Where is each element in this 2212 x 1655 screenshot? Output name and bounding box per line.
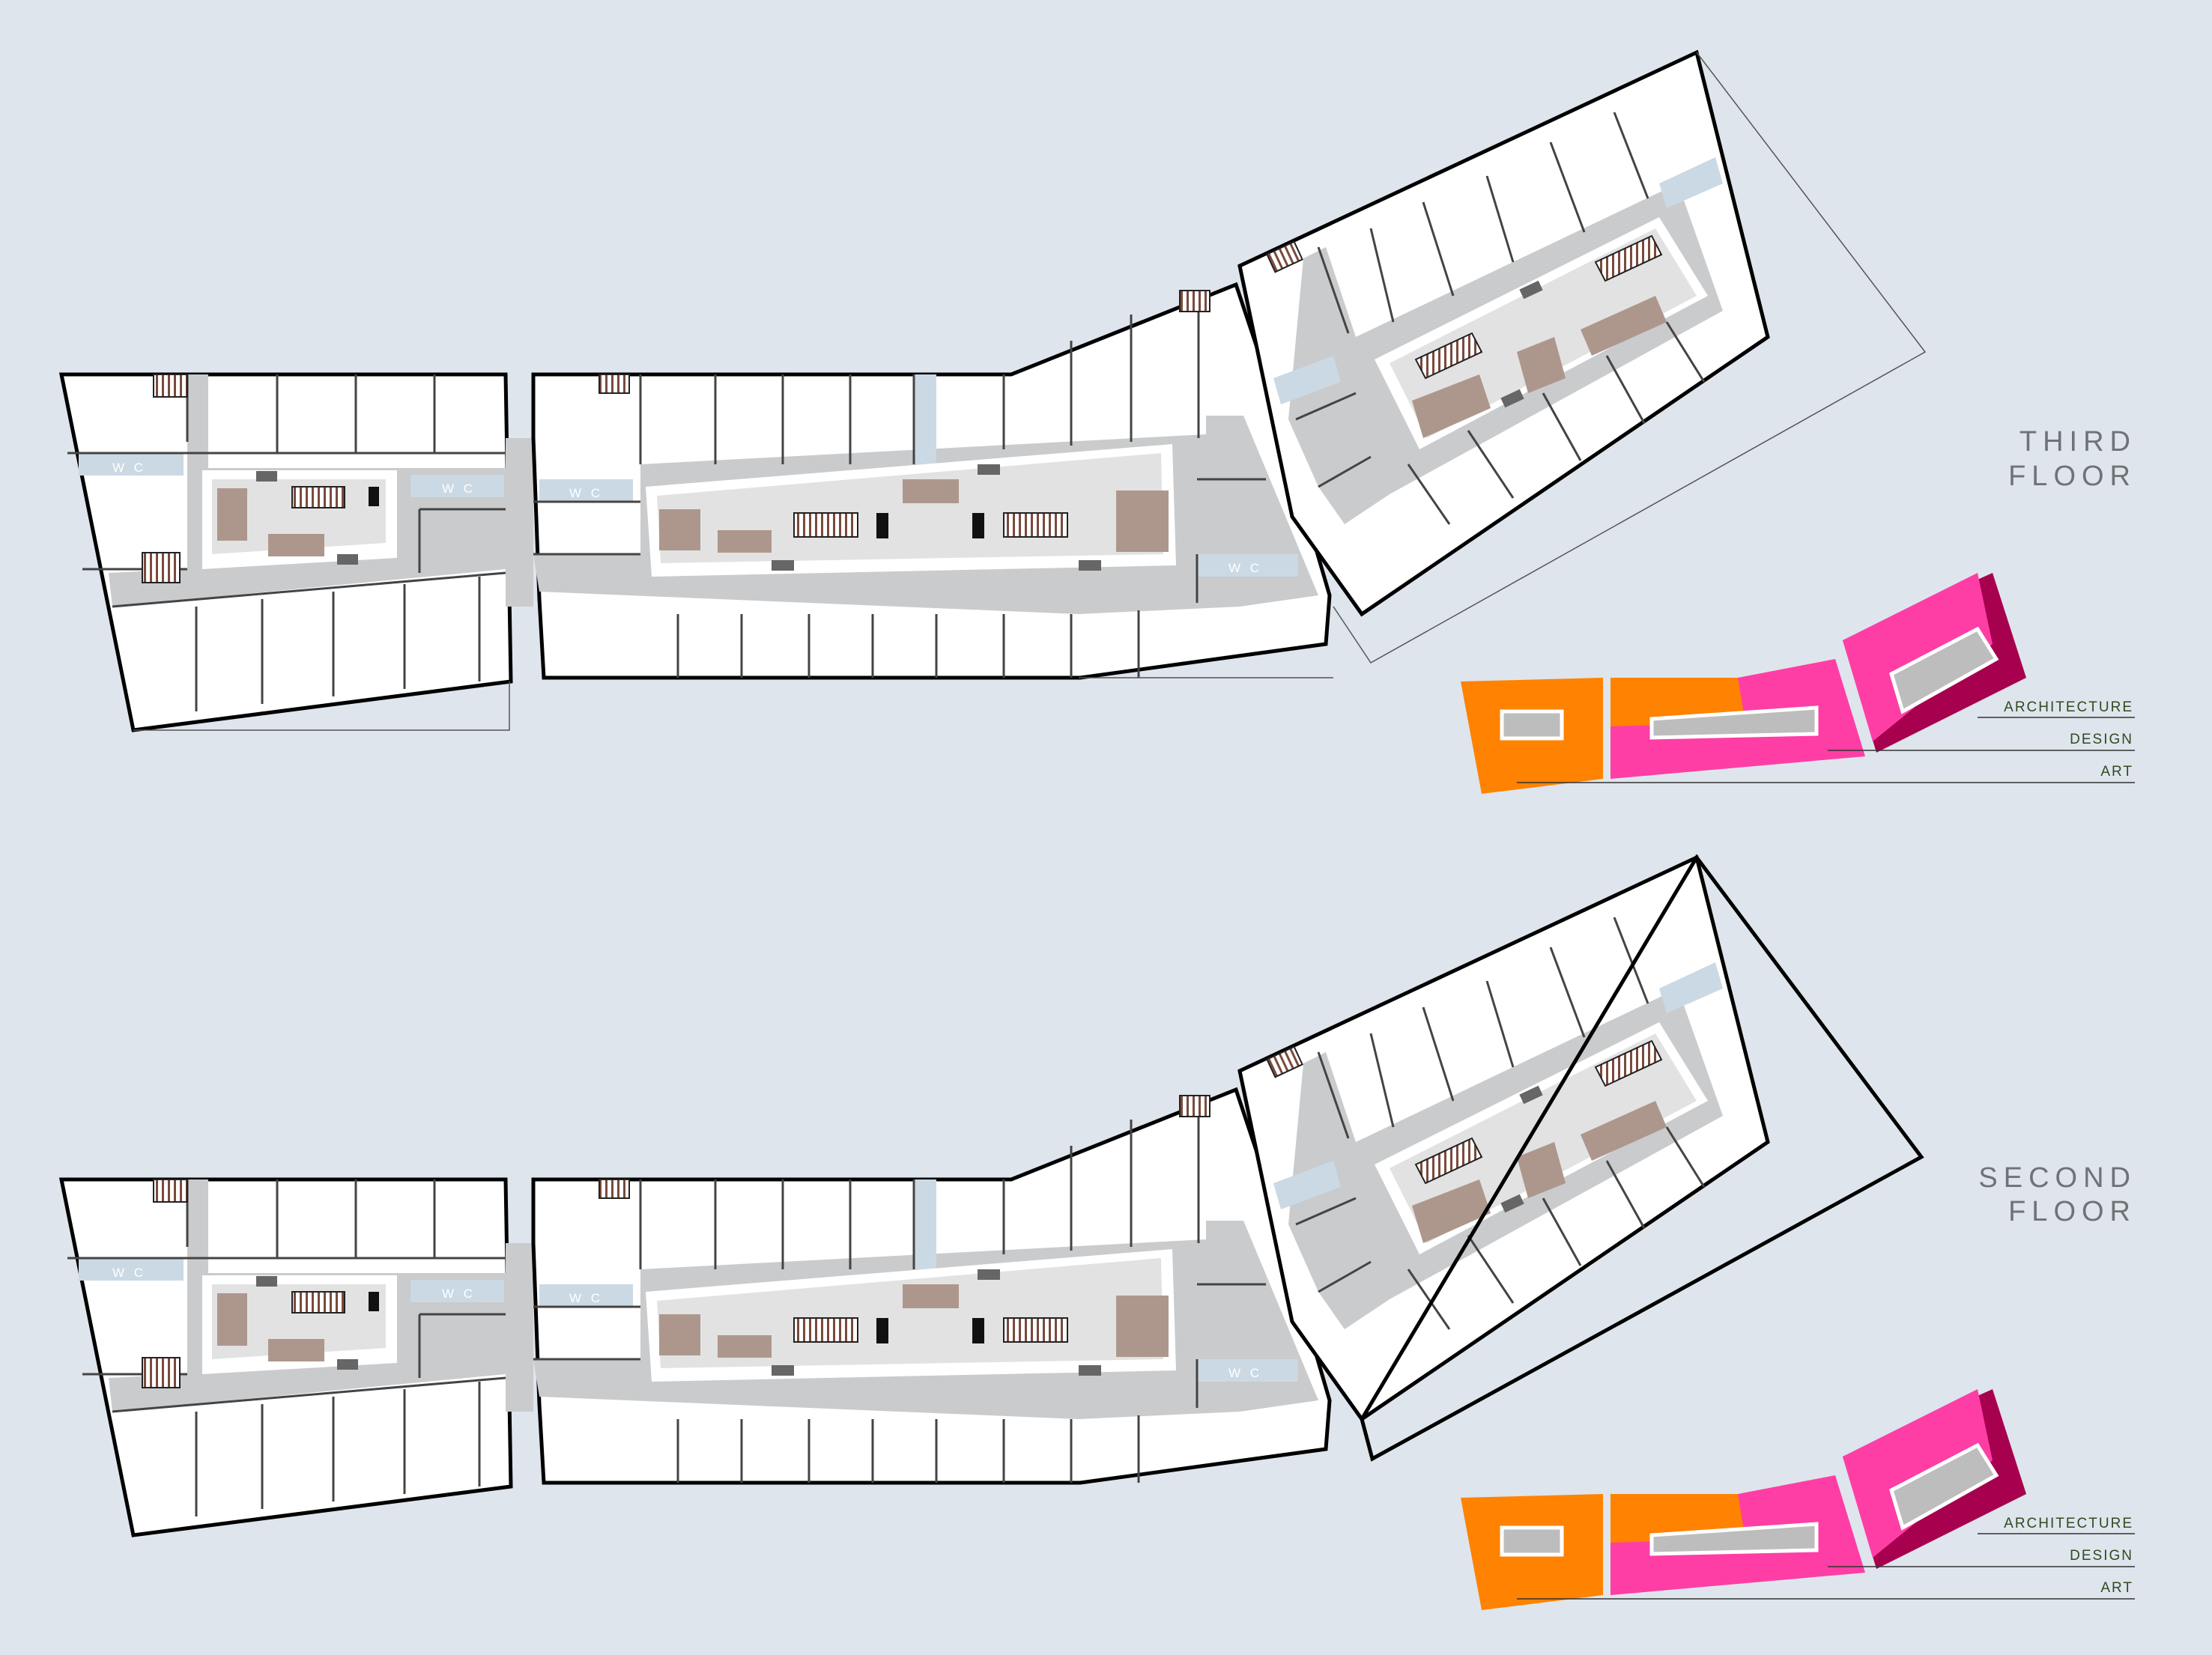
wc-label: W C bbox=[442, 482, 476, 496]
wc-label: W C bbox=[569, 486, 603, 500]
wc-label: W C bbox=[112, 1266, 146, 1280]
floor-title-line2: FLOOR bbox=[2008, 461, 2136, 492]
legend-label-architecture: ARCHITECTURE bbox=[2004, 699, 2133, 715]
program-legend: ARCHITECTURE DESIGN ART bbox=[1461, 1389, 2135, 1610]
legend-label-art: ART bbox=[2100, 764, 2133, 780]
wc-label: W C bbox=[1228, 1366, 1262, 1380]
wc-label: W C bbox=[442, 1287, 476, 1301]
legend-label-architecture: ARCHITECTURE bbox=[2004, 1516, 2133, 1531]
legend-label-design: DESIGN bbox=[2070, 732, 2133, 747]
second-floor-plan: W C W C W C W C SECOND FLOOR ARCHITECTUR… bbox=[61, 854, 2136, 1610]
wc-label: W C bbox=[1228, 561, 1262, 575]
third-floor-plan: W C W C W C W C THIRD FLOOR ARCHITECTURE… bbox=[61, 52, 2136, 794]
wc-label: W C bbox=[112, 461, 146, 475]
legend-label-design: DESIGN bbox=[2070, 1548, 2133, 1564]
wc-label: W C bbox=[569, 1291, 603, 1305]
floor-title-line2: FLOOR bbox=[2008, 1196, 2136, 1227]
program-legend: ARCHITECTURE DESIGN ART bbox=[1461, 573, 2135, 794]
floor-title-line1: SECOND bbox=[1978, 1162, 2136, 1194]
floor-title-line1: THIRD bbox=[2019, 426, 2136, 458]
legend-label-art: ART bbox=[2100, 1580, 2133, 1596]
